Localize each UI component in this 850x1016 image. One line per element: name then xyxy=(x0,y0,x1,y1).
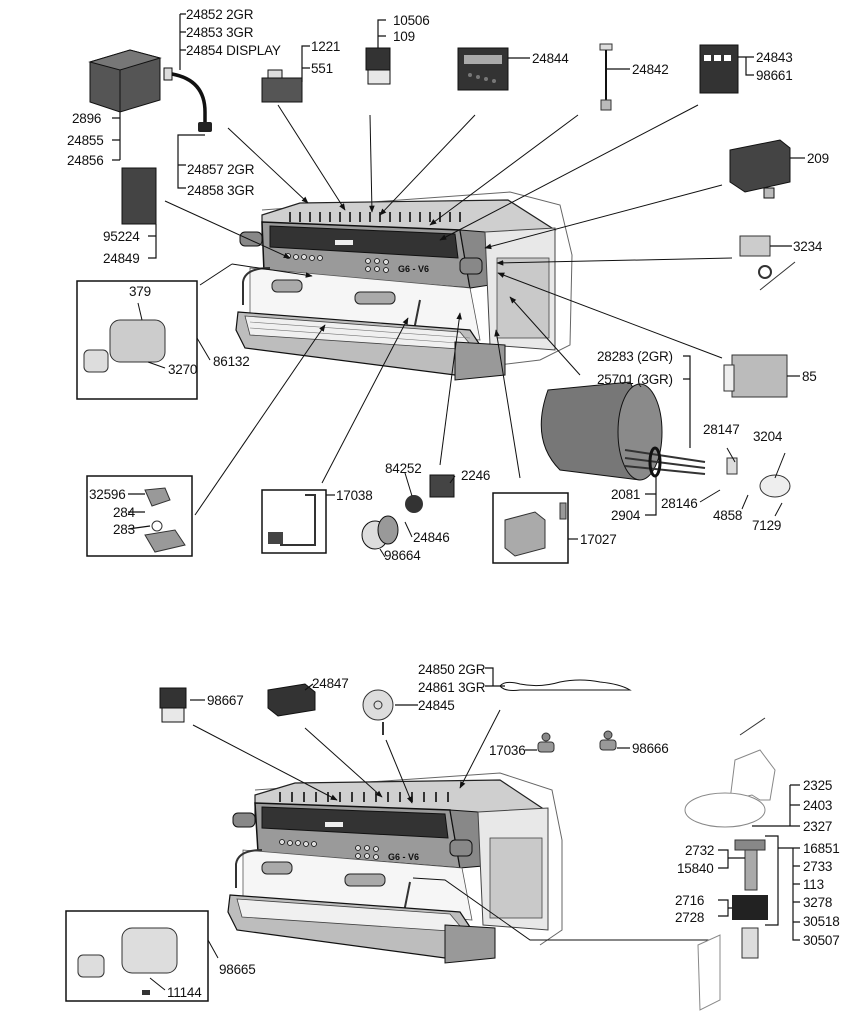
label-16851: 16851 xyxy=(803,841,840,856)
label-10506: 10506 xyxy=(393,13,430,28)
upper-leader-lines xyxy=(164,104,733,516)
label-2733: 2733 xyxy=(803,859,833,874)
label-283: 283 xyxy=(113,522,135,537)
label-98666: 98666 xyxy=(632,741,669,756)
label-17027: 17027 xyxy=(580,532,617,547)
label-84252: 84252 xyxy=(385,461,422,476)
label-2327: 2327 xyxy=(803,819,833,834)
model-badge-lower: G6 - V6 xyxy=(388,852,419,862)
label-24854: 24854 DISPLAY xyxy=(186,43,281,58)
label-95224: 95224 xyxy=(103,229,140,244)
model-badge-upper: G6 - V6 xyxy=(398,264,429,274)
label-28283: 28283 (2GR) xyxy=(597,349,673,364)
label-379: 379 xyxy=(129,284,151,299)
label-2325: 2325 xyxy=(803,778,833,793)
label-24861: 24861 3GR xyxy=(418,680,486,695)
keypad-right-part xyxy=(699,44,754,94)
solenoid-valve-lower-part xyxy=(159,687,205,723)
label-24845: 24845 xyxy=(418,698,455,713)
level-probe-part xyxy=(362,689,418,735)
pump-motor-box xyxy=(65,910,219,1002)
keypad-left-part xyxy=(121,167,157,259)
label-11144: 11144 xyxy=(167,985,202,1000)
label-284: 284 xyxy=(113,505,135,520)
label-24844: 24844 xyxy=(532,51,569,66)
label-3234: 3234 xyxy=(793,239,823,254)
label-86132: 86132 xyxy=(213,354,250,369)
label-98661: 98661 xyxy=(756,68,793,83)
fitting-left-part xyxy=(525,732,555,753)
label-209: 209 xyxy=(807,151,829,166)
probe-cable-part xyxy=(599,43,630,111)
label-30507: 30507 xyxy=(803,933,840,948)
label-24847: 24847 xyxy=(312,676,349,691)
thermostat-part xyxy=(739,235,796,291)
label-2081: 2081 xyxy=(611,487,641,502)
pressure-switch-part xyxy=(729,139,805,199)
group-valve-assembly xyxy=(684,717,800,1011)
label-28147: 28147 xyxy=(703,422,740,437)
boiler-heating-element xyxy=(540,355,791,517)
label-15840: 15840 xyxy=(677,861,714,876)
lower-leader-lines xyxy=(192,709,720,941)
relay-block-part xyxy=(261,45,310,103)
label-2403: 2403 xyxy=(803,798,833,813)
control-box-part xyxy=(88,49,212,132)
box-component-part xyxy=(267,683,316,717)
label-17036: 17036 xyxy=(489,743,526,758)
fitting-right-part xyxy=(599,730,630,751)
label-551: 551 xyxy=(311,61,333,76)
label-24842: 24842 xyxy=(632,62,669,77)
label-24843: 24843 xyxy=(756,50,793,65)
display-unit-part xyxy=(457,47,530,91)
heater-wire-part xyxy=(485,667,632,691)
label-2246: 2246 xyxy=(461,468,491,483)
label-24846: 24846 xyxy=(413,530,450,545)
label-3270: 3270 xyxy=(168,362,198,377)
label-3204: 3204 xyxy=(753,429,783,444)
label-113: 113 xyxy=(803,877,824,892)
label-4858: 4858 xyxy=(713,508,743,523)
label-7129: 7129 xyxy=(752,518,782,533)
label-3278: 3278 xyxy=(803,895,833,910)
label-2904: 2904 xyxy=(611,508,641,523)
solenoid-valve-part xyxy=(365,19,391,85)
label-24855: 24855 xyxy=(67,133,104,148)
label-1221: 1221 xyxy=(311,39,341,54)
label-24856: 24856 xyxy=(67,153,104,168)
label-2732: 2732 xyxy=(685,843,715,858)
label-98665: 98665 xyxy=(219,962,256,977)
label-28146: 28146 xyxy=(661,496,698,511)
label-109: 109 xyxy=(393,29,415,44)
lower-espresso-machine: G6 - V6 xyxy=(227,772,563,964)
label-2716: 2716 xyxy=(675,893,705,908)
label-24858: 24858 3GR xyxy=(187,183,255,198)
contactor-part xyxy=(723,354,800,398)
label-98667: 98667 xyxy=(207,693,244,708)
pump-assembly-box xyxy=(76,280,211,400)
upper-espresso-machine: G6 - V6 xyxy=(235,191,573,381)
label-2728: 2728 xyxy=(675,910,705,925)
label-17038: 17038 xyxy=(336,488,373,503)
label-24852: 24852 2GR xyxy=(186,7,254,22)
label-2896: 2896 xyxy=(72,111,102,126)
transformer-box xyxy=(492,492,578,564)
label-24853: 24853 3GR xyxy=(186,25,254,40)
switch-assembly-part xyxy=(361,472,456,558)
label-30518: 30518 xyxy=(803,914,840,929)
label-85: 85 xyxy=(802,369,817,384)
bracket-box xyxy=(261,489,335,554)
label-32596: 32596 xyxy=(89,487,126,502)
label-24849: 24849 xyxy=(103,251,140,266)
label-25701: 25701 (3GR) xyxy=(597,372,673,387)
label-98664: 98664 xyxy=(384,548,421,563)
label-24850: 24850 2GR xyxy=(418,662,486,677)
label-24857: 24857 2GR xyxy=(187,162,255,177)
flow-meter-box xyxy=(86,475,193,557)
